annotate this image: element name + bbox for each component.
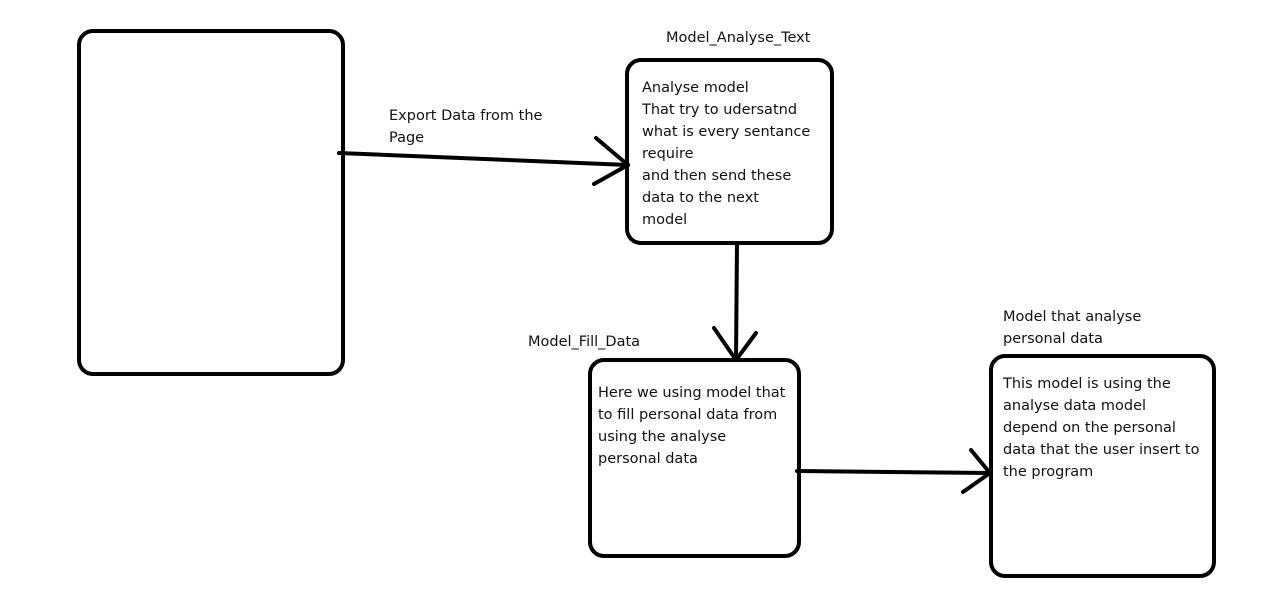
fill-model-title: Model_Fill_Data	[528, 334, 641, 350]
personal-model-box	[989, 354, 1216, 578]
fill-model-text: Here we using model that to fill persona…	[598, 385, 786, 467]
arrow-source-to-analyse	[337, 151, 630, 167]
source-page-box	[77, 29, 345, 376]
arrowhead-analyse-to-fill	[712, 326, 758, 362]
fill-model-box	[588, 358, 801, 558]
analyse-model-title: Model_Analyse_Text	[666, 30, 811, 46]
arrowhead-fill-to-personal	[961, 448, 992, 494]
personal-model-text: This model is using the analyse data mod…	[1003, 376, 1200, 480]
analyse-model-box	[625, 58, 834, 245]
analyse-model-text: Analyse model That try to udersatnd what…	[642, 80, 811, 228]
export-data-label: Export Data from the Page	[389, 108, 543, 146]
personal-model-title: Model that analyse personal data	[1003, 309, 1142, 347]
arrow-analyse-to-fill	[734, 241, 739, 362]
arrowhead-source-to-analyse	[592, 136, 630, 186]
arrow-fill-to-personal	[795, 469, 992, 475]
